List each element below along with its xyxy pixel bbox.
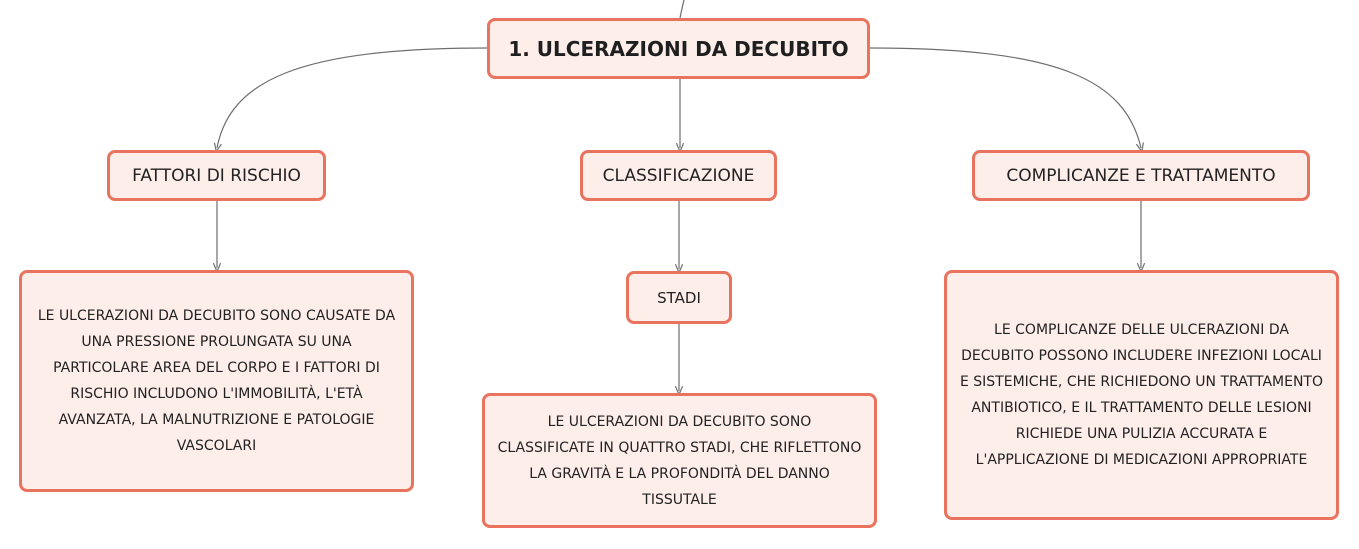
subtopic-stages-label: STADI <box>657 288 701 307</box>
central-topic-label: 1. ULCERAZIONI DA DECUBITO <box>508 36 849 61</box>
complications-description[interactable]: LE COMPLICANZE DELLE ULCERAZIONI DA DECU… <box>944 270 1339 520</box>
central-topic[interactable]: 1. ULCERAZIONI DA DECUBITO <box>487 18 870 79</box>
topic-classification[interactable]: CLASSIFICAZIONE <box>580 150 777 201</box>
complications-text: LE COMPLICANZE DELLE ULCERAZIONI DA DECU… <box>959 322 1323 468</box>
topic-classification-label: CLASSIFICAZIONE <box>602 165 755 186</box>
topic-risk-factors[interactable]: FATTORI DI RISCHIO <box>107 150 326 201</box>
risk-factors-text: LE ULCERAZIONI DA DECUBITO SONO CAUSATE … <box>37 308 396 454</box>
topic-risk-factors-label: FATTORI DI RISCHIO <box>132 165 301 186</box>
subtopic-stages[interactable]: STADI <box>626 271 732 324</box>
stages-text: LE ULCERAZIONI DA DECUBITO SONO CLASSIFI… <box>497 413 862 508</box>
stages-description[interactable]: LE ULCERAZIONI DA DECUBITO SONO CLASSIFI… <box>482 393 877 528</box>
connector-root-comp <box>869 47 1141 148</box>
topic-complications-label: COMPLICANZE E TRATTAMENTO <box>1006 165 1276 186</box>
topic-complications-treatment[interactable]: COMPLICANZE E TRATTAMENTO <box>972 150 1310 201</box>
connector-incoming <box>679 0 685 19</box>
connector-root-risk <box>217 47 488 148</box>
risk-factors-description[interactable]: LE ULCERAZIONI DA DECUBITO SONO CAUSATE … <box>19 270 414 492</box>
